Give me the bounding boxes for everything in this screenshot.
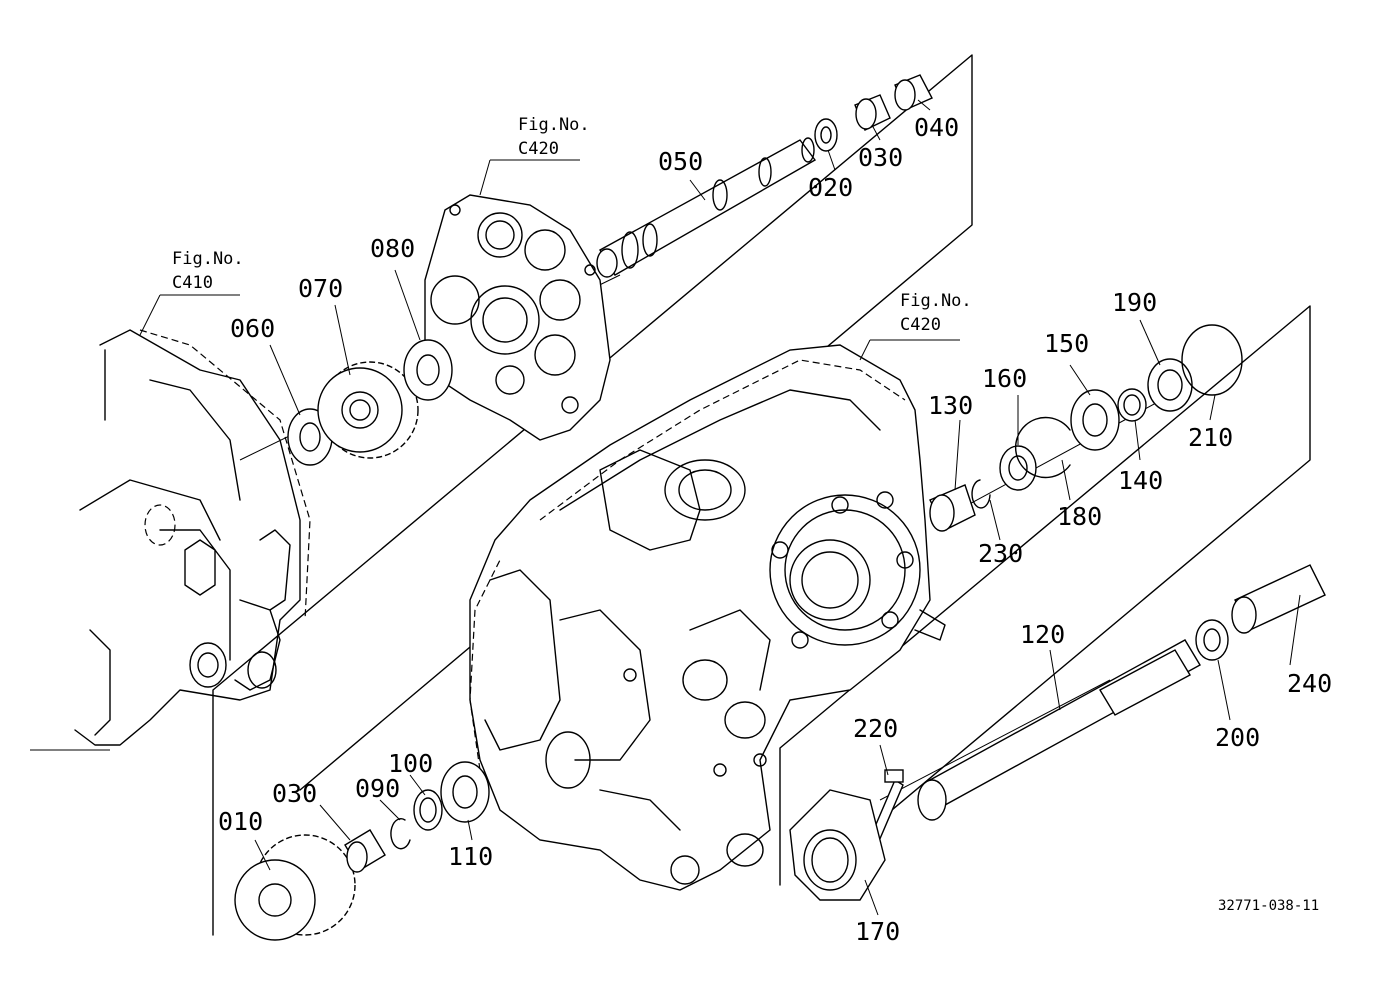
part-label-170: 170 [855,917,900,946]
bearing-080 [403,339,453,401]
shaft-050 [596,137,817,278]
part-label-160: 160 [982,364,1027,393]
seal-160 [999,445,1037,491]
bushing-040 [894,74,933,111]
drawing-code: 32771-038-11 [1218,898,1319,914]
fig-ref-code: C420 [900,315,941,335]
part-label-040: 040 [914,113,959,142]
fig-ref-c420-lower: Fig.No. C420 [900,291,972,335]
part-label-010: 010 [218,807,263,836]
part-label-190: 190 [1112,288,1157,317]
o-ring-210 [1181,324,1243,396]
snap-ring-090 [390,818,411,850]
gear-070 [317,361,419,459]
fig-ref-c410: Fig.No. C410 [172,249,244,293]
part-label-210: 210 [1188,423,1233,452]
part-label-080: 080 [370,234,415,263]
part-label-100: 100 [388,749,433,778]
sleeve-240 [1231,564,1326,634]
collar-140 [1117,388,1147,422]
part-label-230: 230 [978,539,1023,568]
part-label-110: 110 [448,842,493,871]
gear-010 [234,834,356,941]
transmission-case [469,344,946,891]
seal-100 [413,789,443,831]
fig-ref-label: Fig.No. [518,115,590,135]
needle-bearing-030-lower [344,829,386,873]
front-cover-plate [424,194,611,441]
bearing-150 [1070,389,1120,451]
snap-ring-180 [1014,416,1071,479]
seal-200 [1195,619,1229,661]
assembly-frame-right [779,305,1311,886]
left-housing [74,329,311,746]
leader-lines [139,99,1301,916]
cover-170 [789,789,886,901]
bearing-110 [440,761,490,823]
part-label-030-lower: 030 [272,779,317,808]
part-label-180: 180 [1057,502,1102,531]
part-label-150: 150 [1044,329,1089,358]
fig-ref-label: Fig.No. [900,291,972,311]
part-label-020: 020 [808,173,853,202]
part-label-220: 220 [853,714,898,743]
seal-190 [1147,358,1193,412]
part-label-050: 050 [658,147,703,176]
shaft-120 [917,639,1201,821]
part-labels: 010 020 030 030 040 050 060 070 080 090 … [218,113,1332,946]
part-label-090: 090 [355,774,400,803]
part-label-130: 130 [928,391,973,420]
part-label-060: 060 [230,314,275,343]
fig-ref-c420-upper: Fig.No. C420 [518,115,590,159]
bearing-130 [929,484,976,532]
snap-ring-230 [971,479,991,509]
part-label-120: 120 [1020,620,1065,649]
washer-020 [814,118,838,152]
needle-bearing-030-upper [854,94,891,131]
fig-ref-code: C420 [518,139,559,159]
part-label-200: 200 [1215,723,1260,752]
fig-ref-label: Fig.No. [172,249,244,269]
part-label-070: 070 [298,274,343,303]
part-label-030-upper: 030 [858,143,903,172]
part-label-240: 240 [1287,669,1332,698]
part-label-140: 140 [1118,466,1163,495]
fig-ref-code: C410 [172,273,213,293]
